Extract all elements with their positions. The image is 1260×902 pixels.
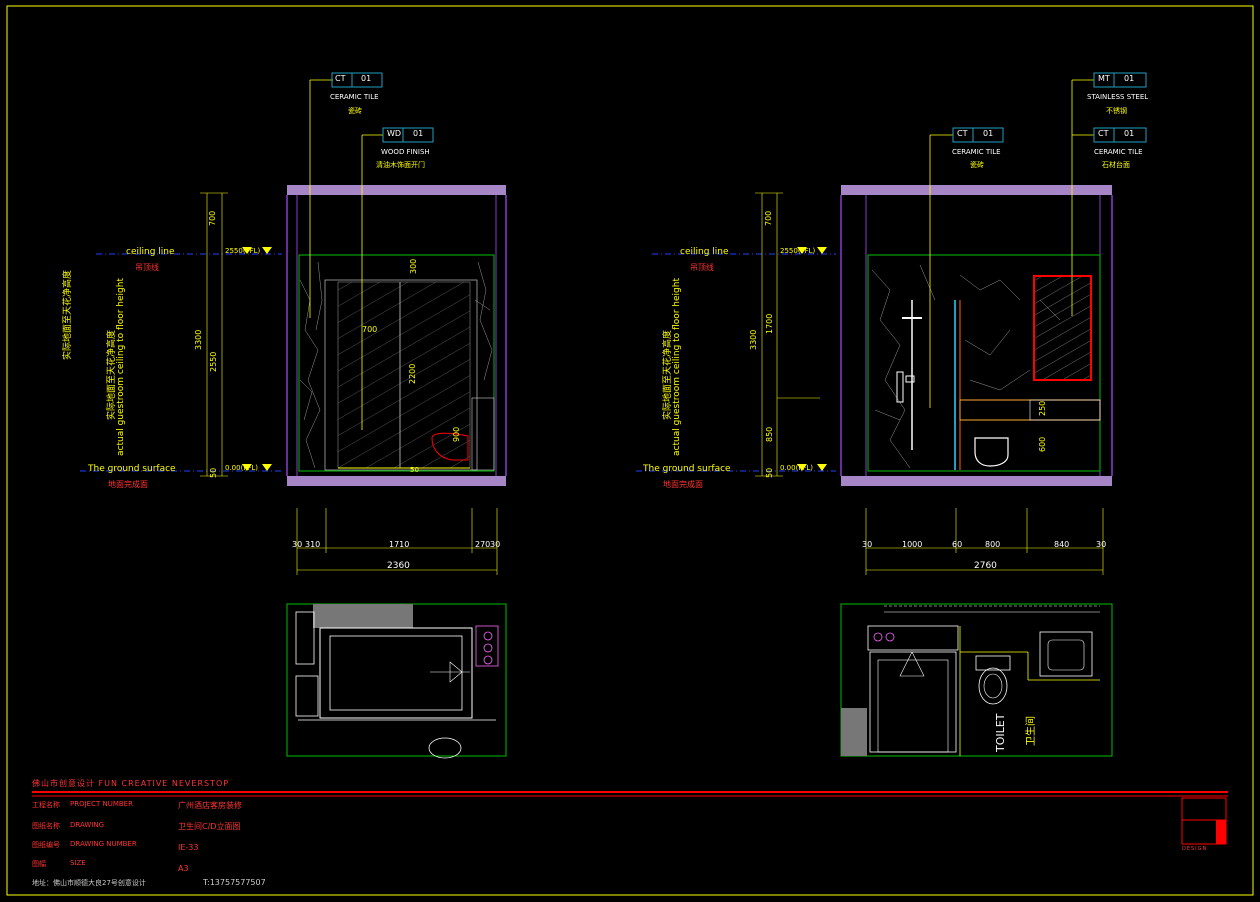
left-dim-3300: 3300 <box>194 329 203 350</box>
right-dim-850: 850 <box>765 426 774 442</box>
right-callout-2-code: MT <box>1098 74 1110 83</box>
right-elevation <box>636 72 1147 757</box>
right-vertical-note-cn: 实际地面至天花净高度 <box>663 329 673 420</box>
left-callout-2-material-cn: 清油木饰面开门 <box>376 161 425 169</box>
left-elevation <box>80 72 507 759</box>
left-dim-2200: 2200 <box>408 363 417 384</box>
title-block <box>32 791 1228 845</box>
right-callout-2-material-cn: 不锈钢 <box>1106 107 1127 115</box>
right-dim-700: 700 <box>764 210 773 226</box>
left-callout-2-num: 01 <box>413 129 424 138</box>
tb-logo-caption: DESIGN <box>1182 846 1208 852</box>
right-callout-2-num: 01 <box>1124 74 1135 83</box>
left-hdim-4: 30 <box>490 540 501 549</box>
left-dim-2550: 2550 <box>209 351 218 372</box>
right-hdim-0: 30 <box>862 540 873 549</box>
left-dim-50b: 50 <box>410 466 419 474</box>
right-dim-1700: 1700 <box>765 313 774 334</box>
ceiling-slab <box>287 185 506 195</box>
left-dim-50: 50 <box>209 467 218 478</box>
tb-row-3-label-en: SIZE <box>70 859 86 867</box>
right-callout-1-material: CERAMIC TILE <box>952 148 1001 156</box>
right-ground-surface-cn: 地面完成面 <box>663 480 703 489</box>
left-hdim-3: 270 <box>475 540 491 549</box>
right-callout-3-material: CERAMIC TILE <box>1094 148 1143 156</box>
right-callout-2-material: STAINLESS STEEL <box>1087 93 1149 101</box>
right-callout-3-num: 01 <box>1124 129 1135 138</box>
ceiling-slab-right <box>841 185 1112 195</box>
right-dim-3300: 3300 <box>749 329 758 350</box>
plan-toilet-label-cn: 卫生间 <box>1026 716 1037 746</box>
right-hdim-2: 60 <box>952 540 963 549</box>
right-callout-1-material-cn: 瓷砖 <box>970 161 984 169</box>
tb-row-0-label-en: PROJECT NUMBER <box>70 800 133 808</box>
tb-phone: T:13757577507 <box>203 878 266 887</box>
right-dim-600: 600 <box>1038 436 1047 452</box>
right-callout-1-num: 01 <box>983 129 994 138</box>
right-callout-1-code: CT <box>957 129 968 138</box>
left-callout-2-material: WOOD FINISH <box>381 148 430 156</box>
left-vertical-note-cn: 实际地面至天花净高度 <box>63 269 73 360</box>
left-vertical-note-en: actual guestroom ceiling to floor height <box>116 278 126 456</box>
left-vertical-note: 实际地面至天花净高度 <box>60 140 73 360</box>
tb-row-1-value: 卫生间C/D立面图 <box>178 822 241 831</box>
left-level-bottom: 0.00(FFL) <box>225 464 259 472</box>
company-name: 佛山市创意设计 FUN CREATIVE NEVERSTOP <box>32 779 230 788</box>
right-level-top: 2550(FFL) <box>780 247 816 255</box>
left-dim-700: 700 <box>208 210 217 226</box>
floor-slab <box>287 476 506 486</box>
left-ground-surface: The ground surface <box>88 464 176 474</box>
left-vertical-note-cn-text: 实际地面至天花净高度 <box>107 329 117 420</box>
left-dim-700b: 700 <box>362 325 378 334</box>
tb-address: 地址：佛山市顺德大良27号创意设计 <box>32 879 146 887</box>
left-callout-1-material: CERAMIC TILE <box>330 93 379 101</box>
right-ceiling-line-cn: 吊顶线 <box>690 263 714 272</box>
right-vertical-note-en: actual guestroom ceiling to floor height <box>672 278 682 456</box>
left-dim-300: 300 <box>409 258 418 274</box>
right-ceiling-line: ceiling line <box>680 247 729 257</box>
right-dim-50: 50 <box>765 467 774 478</box>
tb-row-2-label-en: DRAWING NUMBER <box>70 840 137 848</box>
left-ceiling-line-cn: 吊顶线 <box>135 263 159 272</box>
plan-toilet-label: TOILET <box>994 713 1007 752</box>
right-hdim-5: 30 <box>1096 540 1107 549</box>
right-hdim-4: 840 <box>1054 540 1070 549</box>
right-level-bottom: 0.00(FFL) <box>780 464 814 472</box>
right-callout-3-code: CT <box>1098 129 1109 138</box>
left-vertical-note-cn-pos: 实际地面至天花净高度 <box>104 330 117 420</box>
tb-row-0-value: 广州酒店客房装修 <box>178 801 242 810</box>
left-hdim-0: 30 <box>292 540 303 549</box>
left-callout-1-code: CT <box>335 74 346 83</box>
right-dim-250: 250 <box>1038 400 1047 416</box>
tb-row-2-value: IE-33 <box>178 843 199 852</box>
tb-row-0-label-cn: 工程名称 <box>32 801 60 809</box>
left-ground-surface-cn: 地面完成面 <box>108 480 148 489</box>
right-hdim-3: 800 <box>985 540 1001 549</box>
left-ceiling-line: ceiling line <box>126 247 175 257</box>
tb-row-3-value: A3 <box>178 864 189 873</box>
left-callout-1-material-cn: 瓷砖 <box>348 107 362 115</box>
tb-row-2-label-cn: 图纸编号 <box>32 841 60 849</box>
left-callout-1-num: 01 <box>361 74 372 83</box>
right-callout-3-material-cn: 石材台面 <box>1102 161 1130 169</box>
tb-row-3-label-cn: 图幅 <box>32 860 46 868</box>
left-hdim-2: 1710 <box>389 540 410 549</box>
left-hdim-1: 310 <box>305 540 321 549</box>
left-level-top: 2550(FFL) <box>225 247 261 255</box>
left-total: 2360 <box>387 561 410 571</box>
tb-row-1-label-en: DRAWING <box>70 821 105 829</box>
left-callout-2-code: WD <box>387 129 402 138</box>
tb-row-1-label-cn: 图纸名称 <box>32 822 60 830</box>
left-dim-900: 900 <box>452 426 461 442</box>
right-total: 2760 <box>974 561 997 571</box>
floor-slab-right <box>841 476 1112 486</box>
right-hdim-1: 1000 <box>902 540 923 549</box>
sheet-border <box>6 5 1254 896</box>
right-ground-surface: The ground surface <box>643 464 731 474</box>
